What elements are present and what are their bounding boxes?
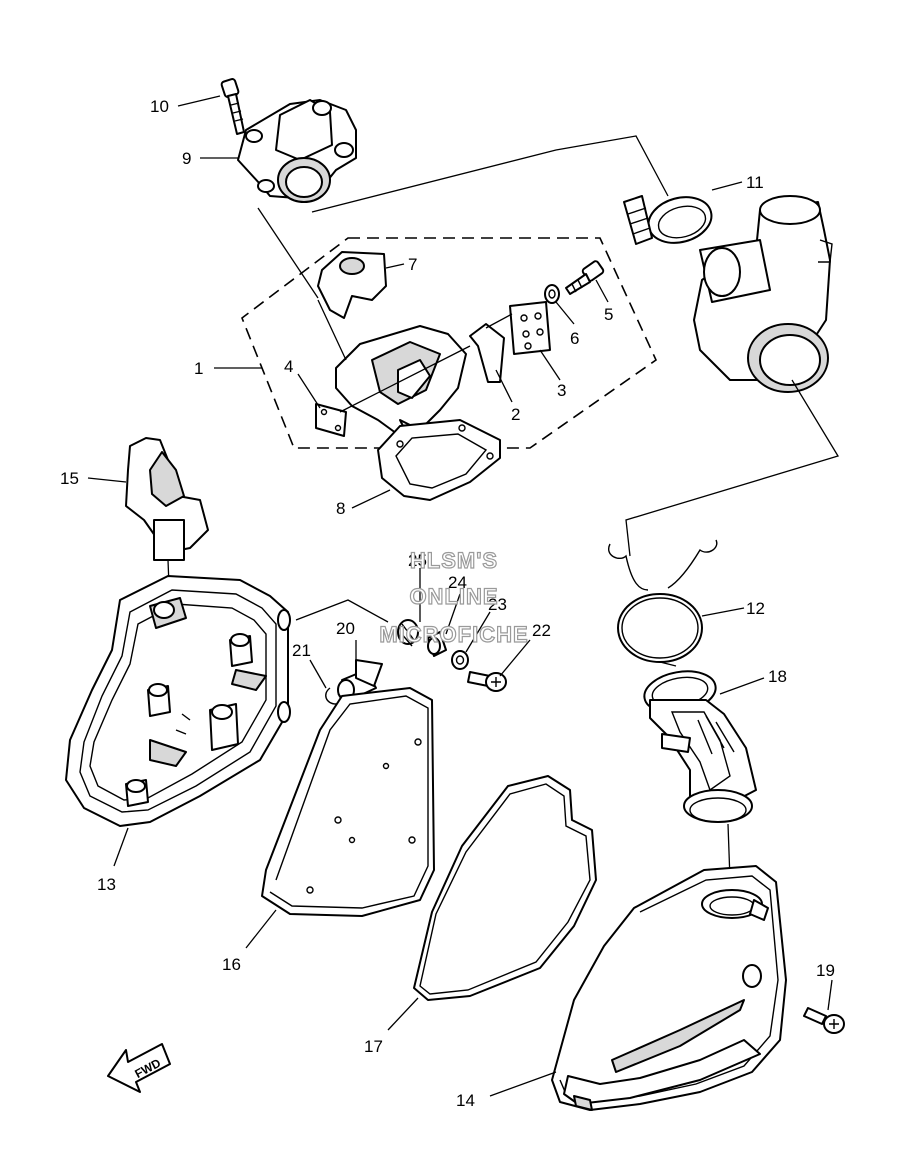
callout-19-text: 19 (816, 961, 835, 980)
callout-14-text: 14 (456, 1091, 475, 1110)
part-23-washer[interactable] (451, 650, 469, 670)
callout-24: 24 (448, 573, 467, 592)
callout-25-text: 25 (408, 551, 427, 570)
part-25-plug[interactable] (397, 619, 419, 647)
callout-9: 9 (182, 149, 238, 168)
callout-5-text: 5 (604, 305, 613, 324)
callout-3: 3 (539, 349, 566, 400)
callout-11: 11 (711, 173, 764, 192)
callout-17-text: 17 (364, 1037, 383, 1056)
callout-23: 23 (488, 595, 507, 614)
part-24-collar[interactable] (427, 631, 447, 657)
callout-12: 12 (701, 599, 765, 618)
callout-8-text: 8 (336, 499, 345, 518)
callout-18: 18 (719, 667, 787, 695)
watermark-line-1: HLSM'S (410, 548, 498, 573)
callout-4-text: 4 (284, 357, 293, 376)
part-22-screw[interactable] (467, 671, 507, 692)
part-19-screw[interactable] (803, 1007, 845, 1034)
part-13-case[interactable] (65, 575, 291, 827)
part-17-seal[interactable] (413, 775, 597, 1001)
callout-16: 16 (222, 909, 277, 974)
part-3-plate[interactable] (509, 301, 551, 355)
callout-7: 7 (385, 255, 417, 274)
callout-18-text: 18 (768, 667, 787, 686)
part-2-reed[interactable] (469, 323, 505, 383)
part-5-screw[interactable] (565, 260, 605, 295)
callout-9-text: 9 (182, 149, 191, 168)
callout-6-text: 6 (570, 329, 579, 348)
callout-6: 6 (555, 301, 579, 348)
part-18-joint[interactable] (641, 666, 757, 823)
watermark-line-2: ONLINE (409, 584, 498, 609)
callout-23-text: 23 (488, 595, 507, 614)
part-7-plate[interactable] (317, 251, 387, 319)
callout-21-text: 21 (292, 641, 311, 660)
callout-5: 5 (595, 279, 613, 324)
callout-11-text: 11 (746, 173, 764, 192)
callout-2: 2 (495, 369, 520, 424)
callout-24-text: 24 (448, 573, 467, 592)
callout-25: 25 (408, 551, 427, 570)
callout-8: 8 (336, 489, 391, 518)
part-9-joint[interactable] (237, 99, 357, 203)
callout-14: 14 (456, 1071, 557, 1110)
part-12-band[interactable] (608, 539, 718, 663)
callout-2-text: 2 (511, 405, 520, 424)
callout-4: 4 (284, 357, 321, 409)
callout-15: 15 (60, 469, 127, 488)
callout-16-text: 16 (222, 955, 241, 974)
callout-19: 19 (816, 961, 835, 1011)
part-14-cover[interactable] (551, 865, 787, 1111)
callout-7-text: 7 (408, 255, 417, 274)
callout-15-text: 15 (60, 469, 79, 488)
part-16-element[interactable] (261, 687, 435, 917)
callout-12-text: 12 (746, 599, 765, 618)
callout-13: 13 (97, 827, 129, 894)
callout-1: 1 (194, 359, 262, 378)
callout-21: 21 (292, 641, 311, 660)
part-6-washer[interactable] (544, 284, 560, 304)
callout-20-text: 20 (336, 619, 355, 638)
part-4-gasket[interactable] (315, 403, 347, 437)
callout-3-text: 3 (557, 381, 566, 400)
fwd-arrow-icon: FWD (107, 1043, 171, 1093)
callout-22-text: 22 (532, 621, 551, 640)
callout-17: 17 (364, 997, 419, 1056)
callout-20: 20 (336, 619, 355, 638)
part-11-clamp[interactable] (623, 190, 717, 249)
part-8-gasket[interactable] (377, 419, 501, 501)
part-15-elbow[interactable] (125, 437, 209, 561)
part-10-bolt[interactable] (220, 78, 245, 135)
watermark-line-3: MICROFICHE (379, 622, 528, 647)
callout-10-text: 10 (150, 97, 169, 116)
reed-valve-assembly-boundary (241, 237, 658, 449)
callout-1-text: 1 (194, 359, 203, 378)
callout-10: 10 (150, 95, 221, 116)
callout-13-text: 13 (97, 875, 116, 894)
watermark: HLSM'S ONLINE MICROFICHE (379, 547, 529, 647)
carburetor (693, 195, 833, 393)
callout-22: 22 (532, 621, 551, 640)
